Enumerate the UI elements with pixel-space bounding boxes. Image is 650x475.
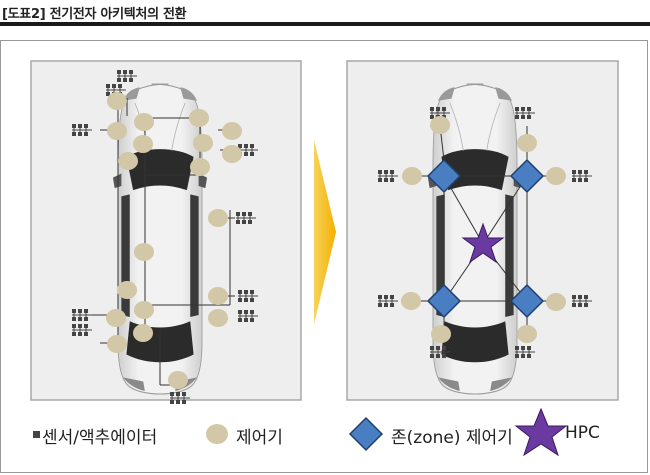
controller-dot [430, 116, 450, 134]
controller-dot [208, 209, 228, 227]
legend-zone-diamond [348, 416, 384, 452]
controller-dot [168, 371, 188, 389]
left-controllers [106, 92, 242, 389]
legend-sensor-actuator: 센서/액추에이터 [42, 428, 158, 448]
right-controllers [401, 116, 566, 343]
legend-zone-controller: 존(zone) 제어기 [391, 428, 513, 448]
transition-arrow [314, 140, 336, 324]
controller-dot [402, 167, 422, 185]
controller-dot [517, 325, 537, 343]
controller-dot [107, 335, 127, 353]
controller-dot [118, 152, 138, 170]
controller-dot [208, 309, 228, 327]
title-rule [0, 22, 650, 26]
zone-controller-rear-right [509, 283, 545, 319]
controller-dot [517, 134, 537, 152]
zone-controller-front-left [426, 158, 462, 194]
legend-controller-dot [206, 424, 228, 444]
controller-dot [208, 287, 228, 305]
controller-dot [117, 281, 137, 299]
controller-dot [106, 309, 126, 327]
legend-hpc-star [514, 407, 568, 457]
controller-dot [134, 113, 154, 131]
controller-dot [222, 122, 242, 140]
zone-controller-rear-left [426, 283, 462, 319]
legend-controller: 제어기 [236, 428, 283, 448]
controller-dot [133, 324, 153, 342]
zone-controllers [426, 158, 545, 319]
controller-dot [134, 243, 154, 261]
legend-hpc: HPC [565, 423, 600, 443]
controller-dot [546, 167, 566, 185]
controller-dot [107, 92, 127, 110]
controller-dot [133, 135, 153, 153]
right-panel-zonal [346, 60, 619, 401]
hpc-star [461, 222, 505, 264]
controller-dot [193, 134, 213, 152]
zone-controller-front-right [509, 158, 545, 194]
controller-dot [189, 109, 209, 127]
controller-dot [190, 158, 210, 176]
title-bar: [도표2] 전기전자 아키텍처의 전환 [0, 0, 650, 26]
figure-frame [0, 40, 648, 473]
legend-sensor-square [33, 431, 40, 438]
figure-title: [도표2] 전기전자 아키텍처의 전환 [2, 7, 187, 22]
controller-dot [546, 293, 566, 311]
controller-dot [134, 301, 154, 319]
controller-dot [401, 292, 421, 310]
controller-dot [222, 145, 242, 163]
controller-dot [431, 325, 451, 343]
controller-dot [107, 122, 127, 140]
left-panel-distributed [30, 60, 302, 405]
legend-graphics [206, 407, 568, 457]
